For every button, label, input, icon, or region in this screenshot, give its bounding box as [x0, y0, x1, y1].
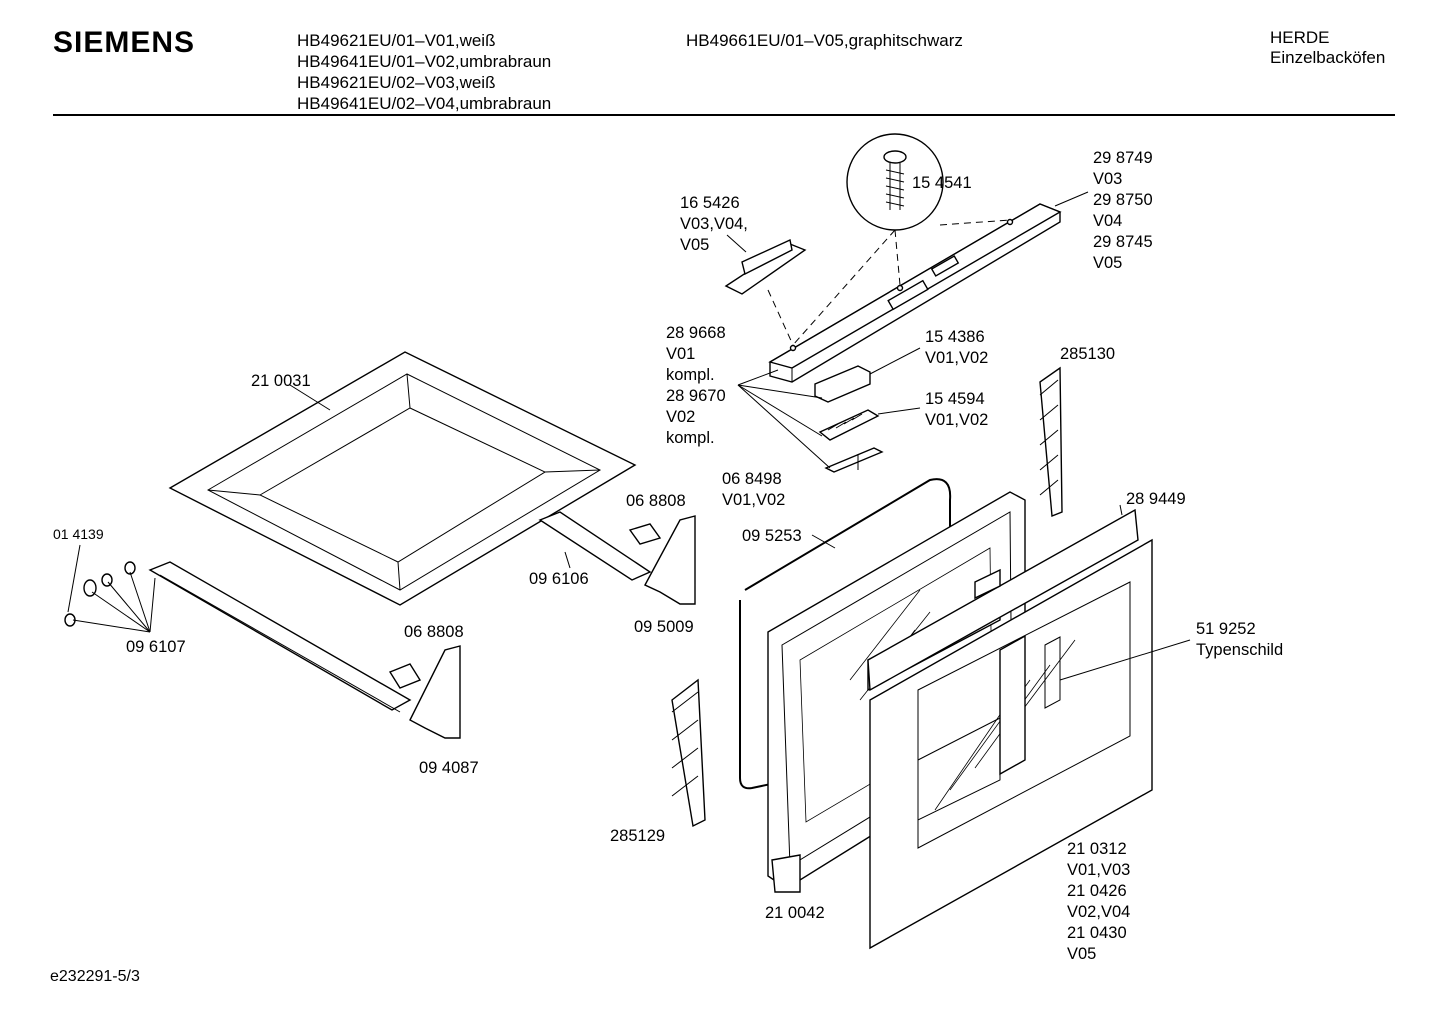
svg-text:29 8745: 29 8745 — [1093, 233, 1153, 251]
door-seal-part — [739, 478, 952, 790]
svg-text:09 4087: 09 4087 — [419, 759, 479, 777]
svg-text:15 4541: 15 4541 — [912, 174, 972, 192]
svg-text:V05: V05 — [1093, 254, 1122, 272]
svg-text:15 4594: 15 4594 — [925, 390, 985, 408]
top-rail-part — [768, 203, 1062, 383]
model-line: HB49661EU/01–V05,graphitschwarz — [686, 31, 963, 50]
vent-cover-parts — [737, 347, 921, 473]
svg-text:28 9668: 28 9668 — [666, 324, 726, 342]
svg-text:V01,V02: V01,V02 — [925, 411, 988, 429]
model-line: HB49641EU/02–V04,umbrabraun — [297, 94, 552, 113]
svg-text:16 5426: 16 5426 — [680, 194, 740, 212]
svg-text:kompl.: kompl. — [666, 366, 715, 384]
part-label-014139: 01 4139 — [53, 526, 104, 542]
leader-lines — [1054, 191, 1089, 207]
svg-text:01 4139: 01 4139 — [53, 526, 104, 542]
part-label-154386: 15 4386 V01,V02 — [925, 328, 988, 367]
svg-text:28 9670: 28 9670 — [666, 387, 726, 405]
part-label-298749: 29 8749 V03 29 8750 V04 29 8745 V05 — [1093, 149, 1153, 272]
svg-text:06 8498: 06 8498 — [722, 470, 782, 488]
part-label-210042: 21 0042 — [765, 904, 825, 922]
model-line: HB49641EU/01–V02,umbrabraun — [297, 52, 552, 71]
svg-text:285130: 285130 — [1060, 345, 1115, 363]
side-rail-part-096107 — [64, 544, 412, 713]
baking-tray-part — [168, 351, 637, 606]
svg-text:V01: V01 — [666, 345, 695, 363]
svg-text:06 8808: 06 8808 — [404, 623, 464, 641]
svg-text:V01,V02: V01,V02 — [722, 491, 785, 509]
part-label-096107: 09 6107 — [126, 638, 186, 656]
outer-door-panel-part — [867, 504, 1191, 950]
part-label-095253: 09 5253 — [742, 527, 802, 545]
svg-text:09 6106: 09 6106 — [529, 570, 589, 588]
svg-text:28 9449: 28 9449 — [1126, 490, 1186, 508]
lower-bracket-part — [388, 645, 461, 739]
svg-text:51 9252: 51 9252 — [1196, 620, 1256, 638]
part-label-165426: 16 5426 V03,V04, V05 — [680, 194, 748, 254]
model-line: HB49621EU/02–V03,weiß — [297, 73, 496, 92]
brand-logo: SIEMENS — [53, 26, 196, 59]
part-label-210031: 21 0031 — [251, 372, 311, 390]
svg-text:V03,V04,: V03,V04, — [680, 215, 748, 233]
part-label-285130: 285130 — [1060, 345, 1115, 363]
part-label-154541: 15 4541 — [912, 174, 972, 192]
svg-text:15 4386: 15 4386 — [925, 328, 985, 346]
svg-text:06 8808: 06 8808 — [626, 492, 686, 510]
svg-text:V01,V03: V01,V03 — [1067, 861, 1130, 879]
svg-text:V02: V02 — [666, 408, 695, 426]
svg-text:21 0426: 21 0426 — [1067, 882, 1127, 900]
part-label-154594: 15 4594 V01,V02 — [925, 390, 988, 429]
model-list-primary: HB49621EU/01–V01,weiß HB49641EU/01–V02,u… — [297, 30, 551, 114]
door-hinge-285130 — [1039, 366, 1063, 517]
category-line: Einzelbacköfen — [1270, 48, 1386, 67]
svg-text:09 5009: 09 5009 — [634, 618, 694, 636]
svg-text:V05: V05 — [680, 236, 709, 254]
part-label-068808-lower: 06 8808 — [404, 623, 464, 641]
screw-detail-callout — [767, 133, 1011, 346]
part-label-210312: 21 0312 V01,V03 21 0426 V02,V04 21 0430 … — [1067, 840, 1130, 963]
part-label-094087: 09 4087 — [419, 759, 479, 777]
svg-text:09 6107: 09 6107 — [126, 638, 186, 656]
svg-text:kompl.: kompl. — [666, 429, 715, 447]
model-line: HB49621EU/01–V01,weiß — [297, 31, 496, 50]
side-rail-part-096106 — [538, 511, 696, 605]
svg-text:21 0042: 21 0042 — [765, 904, 825, 922]
header-divider — [53, 114, 1395, 116]
part-label-096106: 09 6106 — [529, 570, 589, 588]
clip-part-165426 — [724, 234, 807, 295]
svg-text:21 0031: 21 0031 — [251, 372, 311, 390]
part-label-095009: 09 5009 — [634, 618, 694, 636]
product-category: HERDE Einzelbacköfen — [1270, 28, 1385, 68]
svg-text:21 0430: 21 0430 — [1067, 924, 1127, 942]
svg-text:29 8750: 29 8750 — [1093, 191, 1153, 209]
svg-text:V02,V04: V02,V04 — [1067, 903, 1130, 921]
svg-text:V01,V02: V01,V02 — [925, 349, 988, 367]
part-label-068498: 06 8498 V01,V02 — [722, 470, 785, 509]
svg-text:09 5253: 09 5253 — [742, 527, 802, 545]
svg-text:285129: 285129 — [610, 827, 665, 845]
document-id: e232291-5/3 — [50, 968, 140, 985]
svg-text:V04: V04 — [1093, 212, 1122, 230]
model-list-secondary: HB49661EU/01–V05,graphitschwarz — [686, 30, 963, 51]
svg-text:V03: V03 — [1093, 170, 1122, 188]
svg-text:V05: V05 — [1067, 945, 1096, 963]
svg-text:Typenschild: Typenschild — [1196, 641, 1283, 659]
door-hinge-285129 — [671, 678, 706, 828]
part-label-285129: 285129 — [610, 827, 665, 845]
category-line: HERDE — [1270, 28, 1330, 47]
part-label-289668: 28 9668 V01 kompl. 28 9670 V02 kompl. — [666, 324, 726, 447]
part-label-519252: 51 9252 Typenschild — [1196, 620, 1283, 659]
part-label-068808-upper: 06 8808 — [626, 492, 686, 510]
svg-text:21 0312: 21 0312 — [1067, 840, 1127, 858]
part-label-289449: 28 9449 — [1126, 490, 1186, 508]
svg-text:29 8749: 29 8749 — [1093, 149, 1153, 167]
